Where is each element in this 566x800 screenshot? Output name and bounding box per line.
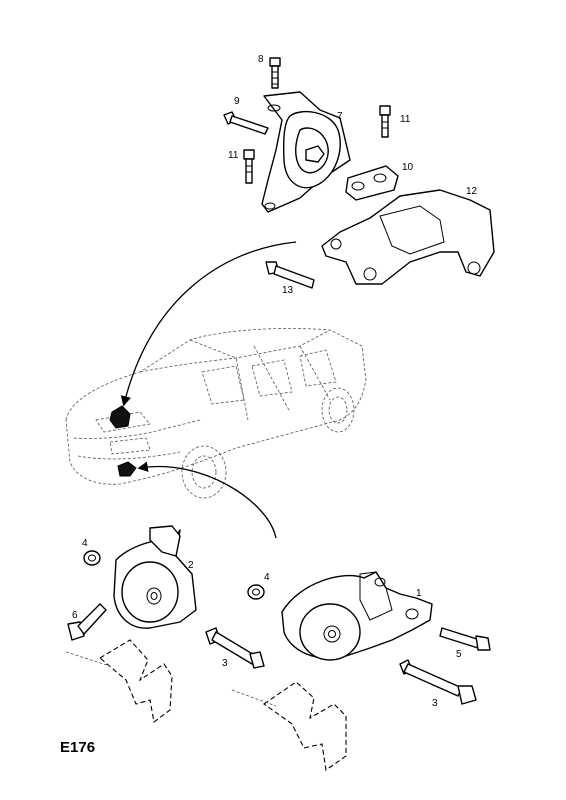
callout-8: 8 <box>258 54 264 65</box>
bolt-5 <box>439 627 491 651</box>
bolt-3-right <box>399 659 477 705</box>
callout-2: 2 <box>188 560 194 571</box>
bolt-11-left <box>243 149 255 184</box>
bolt-11-right <box>379 105 391 138</box>
callout-10: 10 <box>402 162 414 173</box>
chassis-bracket-right <box>231 681 347 771</box>
callout-5: 5 <box>456 649 462 660</box>
callout-3-left: 3 <box>222 658 228 669</box>
callout-7: 7 <box>337 111 343 122</box>
callout-11-right: 11 <box>400 114 411 125</box>
callout-13: 13 <box>282 285 294 296</box>
engine-mount-7 <box>261 91 351 213</box>
chassis-bracket-left <box>65 639 173 723</box>
bolt-13 <box>265 261 315 289</box>
bolt-9 <box>223 111 269 135</box>
mount-location-lower <box>117 461 137 477</box>
arrow-to-lower-mount <box>137 461 277 539</box>
engine-mount-1 <box>281 571 433 661</box>
bracket-12 <box>321 189 495 285</box>
bushing-10 <box>345 165 399 201</box>
callout-1: 1 <box>416 588 422 599</box>
callout-4-left: 4 <box>82 538 88 549</box>
callout-12: 12 <box>466 186 478 197</box>
callout-11-left: 11 <box>228 150 239 161</box>
callout-4-right: 4 <box>264 572 270 583</box>
nut-4-left <box>83 550 101 566</box>
mount-location-upper <box>109 405 131 429</box>
callout-9: 9 <box>234 96 240 107</box>
engine-mount-2 <box>113 525 197 629</box>
car-outline <box>65 328 367 499</box>
nut-4-right <box>247 584 265 600</box>
callout-6: 6 <box>72 610 78 621</box>
bolt-6 <box>67 603 107 641</box>
bolt-8 <box>269 57 281 89</box>
diagram-code: E176 <box>60 739 95 756</box>
arrow-to-upper-mount <box>120 241 297 407</box>
callout-3-right: 3 <box>432 698 438 709</box>
bolt-3-left <box>205 627 265 669</box>
